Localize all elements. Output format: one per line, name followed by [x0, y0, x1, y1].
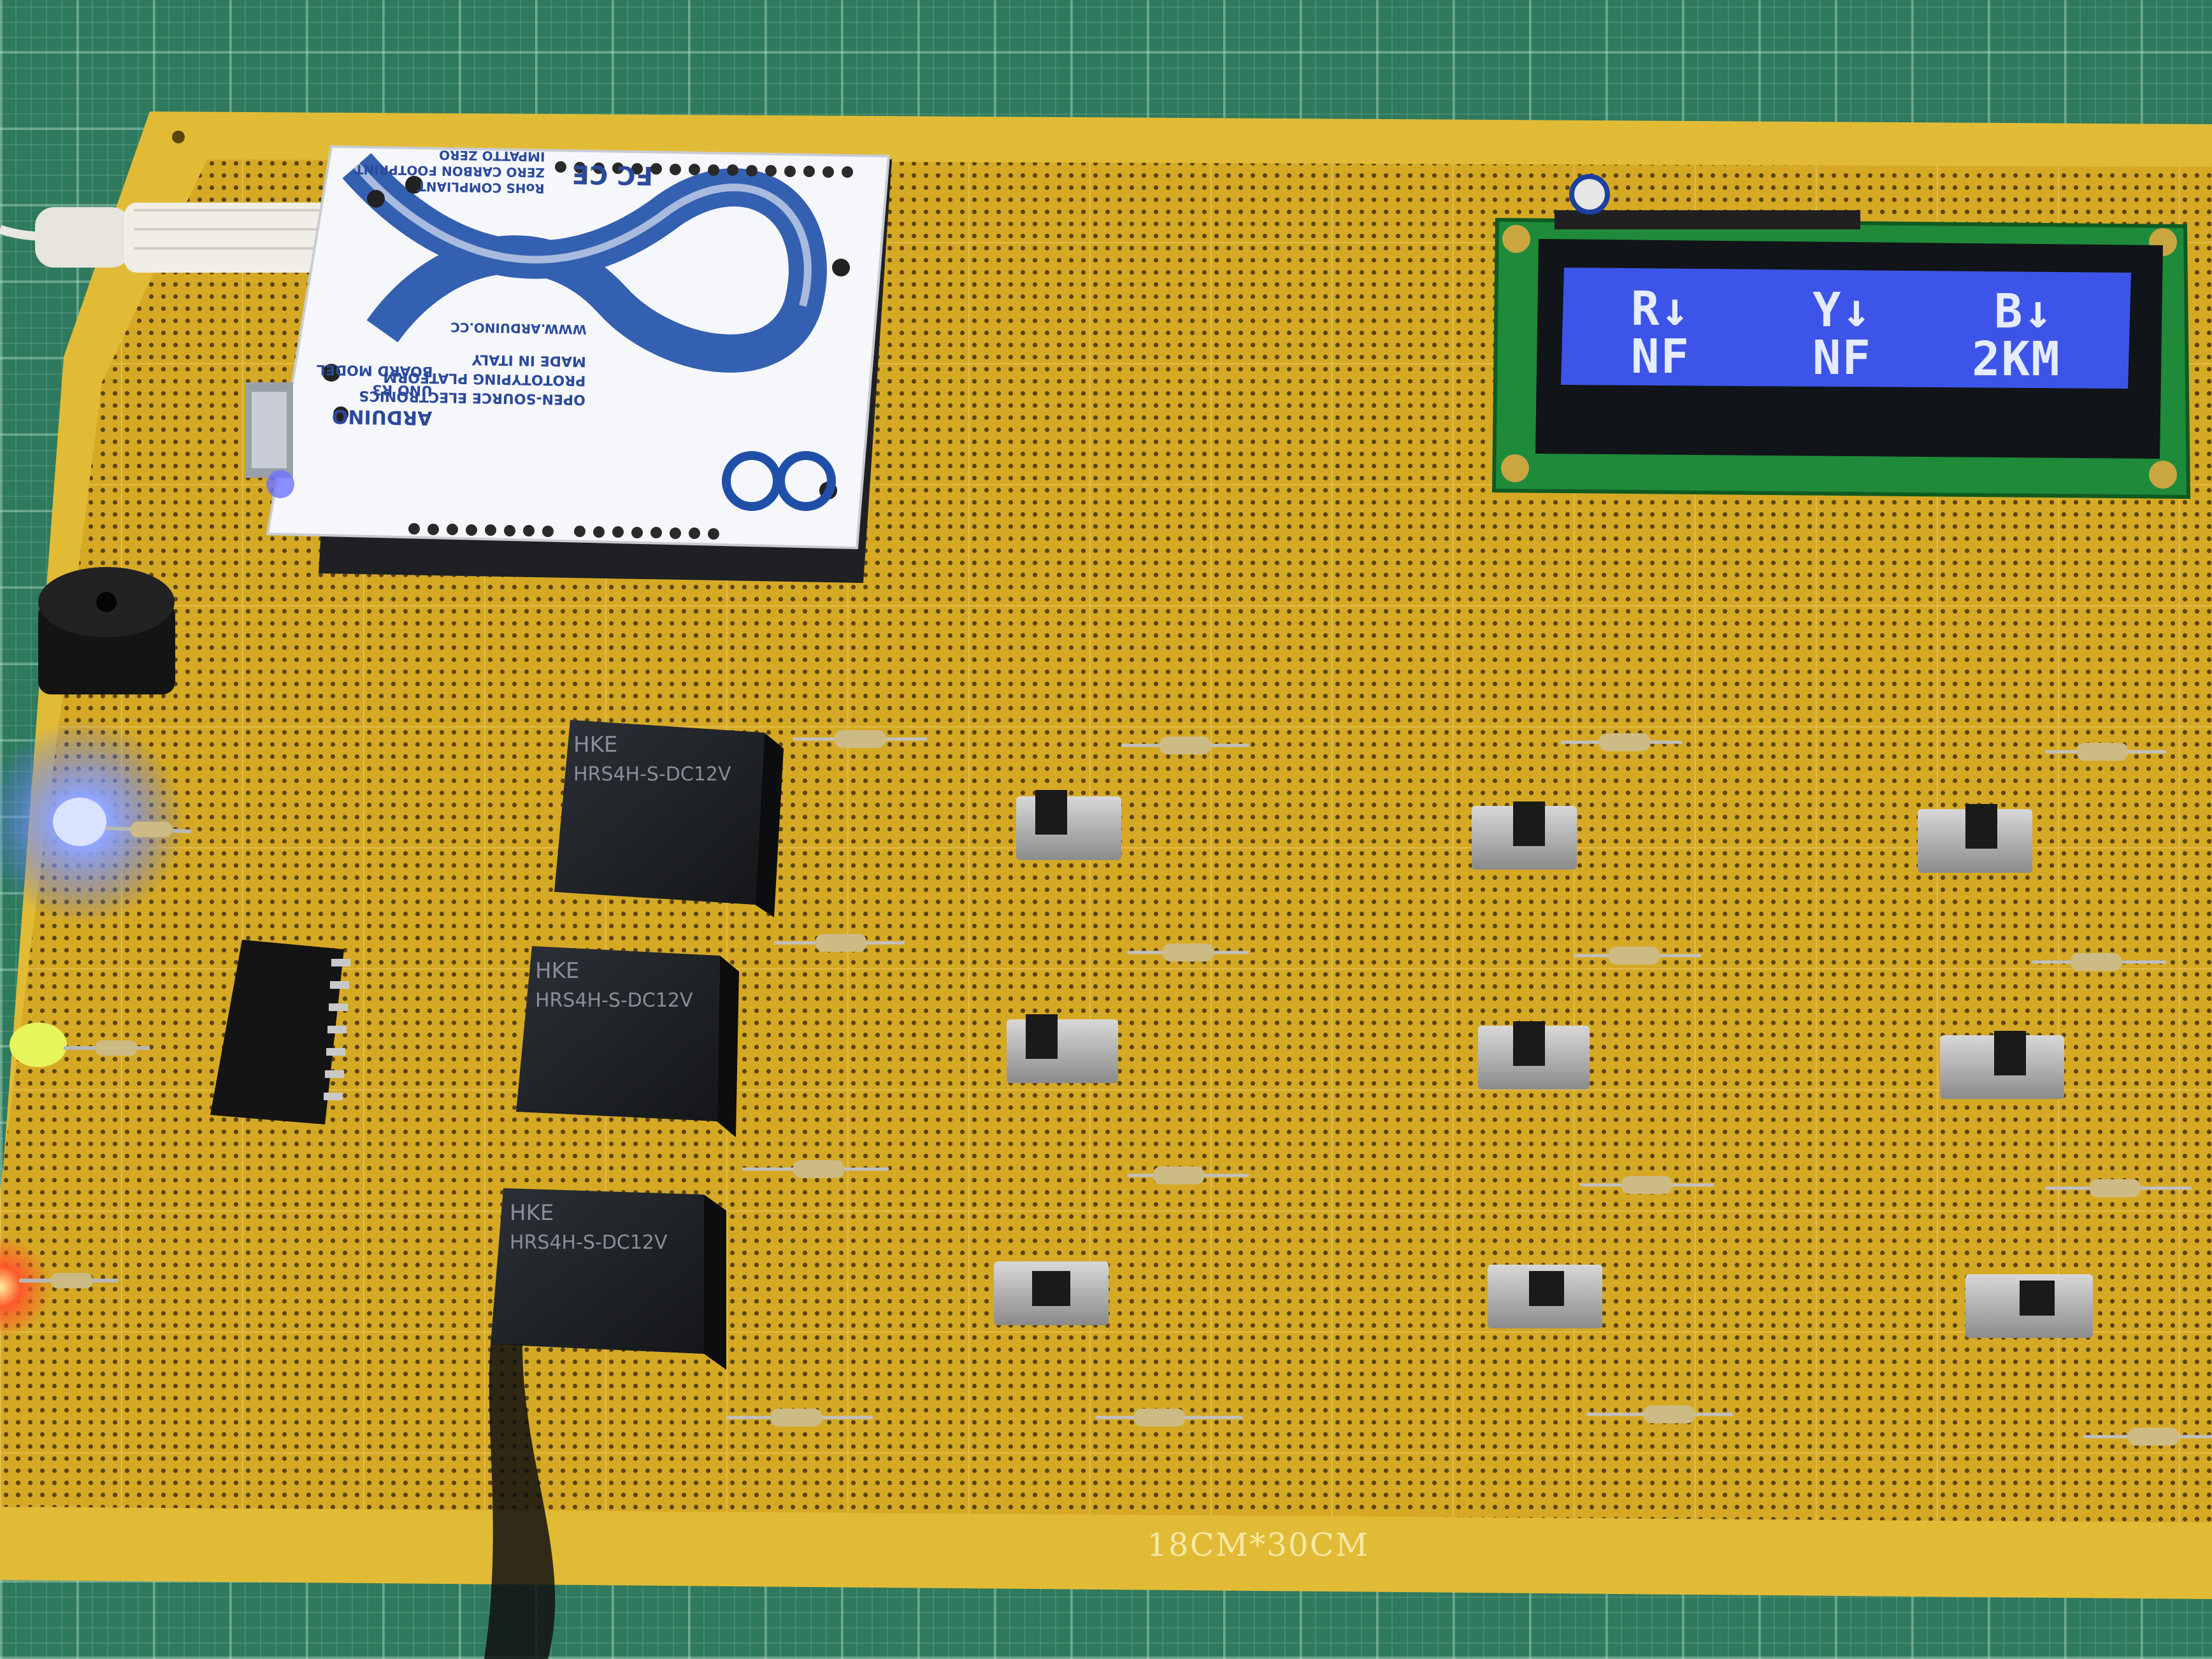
svg-text:FC CE: FC CE: [571, 159, 653, 190]
resistor: [2045, 743, 2166, 761]
svg-text:NF: NF: [1813, 331, 1872, 385]
svg-text:HKE: HKE: [535, 958, 579, 984]
slide-switch: [994, 1261, 1109, 1325]
svg-text:RoHS COMPLIANT: RoHS COMPLIANT: [417, 179, 545, 196]
resistor: [1121, 736, 1249, 754]
potentiometer: [1569, 174, 1610, 215]
usb-cable: [0, 203, 334, 273]
resistor: [1574, 947, 1701, 965]
buzzer: [38, 567, 175, 694]
resistor: [2032, 953, 2166, 971]
resistor: [1128, 1167, 1249, 1184]
lcd-line-1: R↓ Y↓ B↓: [1631, 282, 2053, 339]
svg-text:UNO R3: UNO R3: [372, 381, 433, 398]
resistor: [726, 1409, 873, 1426]
resistor: [1096, 1409, 1242, 1426]
resistors: [726, 730, 2212, 1446]
svg-text:HRS4H-S-DC12V: HRS4H-S-DC12V: [535, 989, 693, 1012]
resistor: [742, 1160, 889, 1178]
slide-switches: [994, 790, 2093, 1338]
svg-text:HRS4H-S-DC12V: HRS4H-S-DC12V: [510, 1232, 668, 1254]
svg-text:HRS4H-S-DC12V: HRS4H-S-DC12V: [573, 763, 731, 786]
wire-shadow: [484, 1344, 556, 1659]
svg-text:R↓: R↓: [1631, 282, 1690, 336]
relay-2: HKE HRS4H-S-DC12V: [516, 946, 739, 1137]
svg-text:PROTOTYPING PLATFORM: PROTOTYPING PLATFORM: [383, 369, 585, 389]
lcd-module: R↓ Y↓ B↓ NF NF 2KM: [1491, 174, 2191, 499]
slide-switch: [1478, 1021, 1590, 1089]
svg-text:B↓: B↓: [1994, 284, 2053, 339]
lcd-screen: [1561, 268, 2131, 389]
lcd-line-2: NF NF 2KM: [1631, 329, 2061, 387]
slide-switch: [1965, 1274, 2093, 1338]
svg-text:HKE: HKE: [573, 732, 617, 758]
header-pins-bottom: [408, 523, 719, 540]
resistor: [2045, 1179, 2192, 1197]
svg-text:Y↓: Y↓: [1813, 283, 1872, 338]
slide-switch: [1488, 1265, 1602, 1328]
resistor: [1586, 1405, 1733, 1423]
slide-switch: [1016, 790, 1121, 860]
resistor: [1561, 733, 1682, 751]
header-pins-top: [555, 161, 853, 178]
svg-text:OPEN-SOURCE ELECTRONICS: OPEN-SOURCE ELECTRONICS: [359, 387, 585, 407]
svg-text:MADE IN ITALY: MADE IN ITALY: [471, 351, 586, 369]
led-yellow: [10, 1023, 150, 1067]
arduino-logo-icon: [722, 451, 836, 511]
slide-switch: [1472, 801, 1577, 870]
resistor: [774, 934, 905, 952]
svg-text:IMPATTO ZERO: IMPATTO ZERO: [439, 147, 545, 164]
board-size-label: 18CM*30CM: [1147, 1526, 1369, 1563]
led-blue: [0, 720, 192, 924]
svg-text:2KM: 2KM: [1972, 332, 2061, 387]
arduino-board: ARDUINO UNO R3 BOARD MODEL OPEN-SOURCE E…: [245, 145, 892, 583]
slide-switch: [1007, 1014, 1118, 1083]
svg-text:HKE: HKE: [510, 1200, 554, 1226]
resistor: [793, 730, 927, 748]
slide-switch: [1940, 1031, 2064, 1099]
arduino-brand: ARDUINO: [332, 405, 433, 429]
svg-text:WWW.ARDUINO.CC: WWW.ARDUINO.CC: [450, 320, 587, 338]
relay-3: HKE HRS4H-S-DC12V: [491, 1188, 726, 1370]
ic-chip: [210, 940, 350, 1124]
slide-switch: [1918, 804, 2032, 873]
led-red: [0, 1236, 118, 1338]
svg-text:ZERO CARBON FOOTPRINT: ZERO CARBON FOOTPRINT: [354, 162, 545, 180]
resistor: [2083, 1428, 2212, 1446]
svg-text:NF: NF: [1631, 329, 1690, 384]
resistor: [1580, 1176, 1714, 1194]
svg-text:BOARD MODEL: BOARD MODEL: [317, 361, 433, 379]
relay-1: HKE HRS4H-S-DC12V: [554, 720, 784, 917]
resistor: [1128, 944, 1249, 961]
